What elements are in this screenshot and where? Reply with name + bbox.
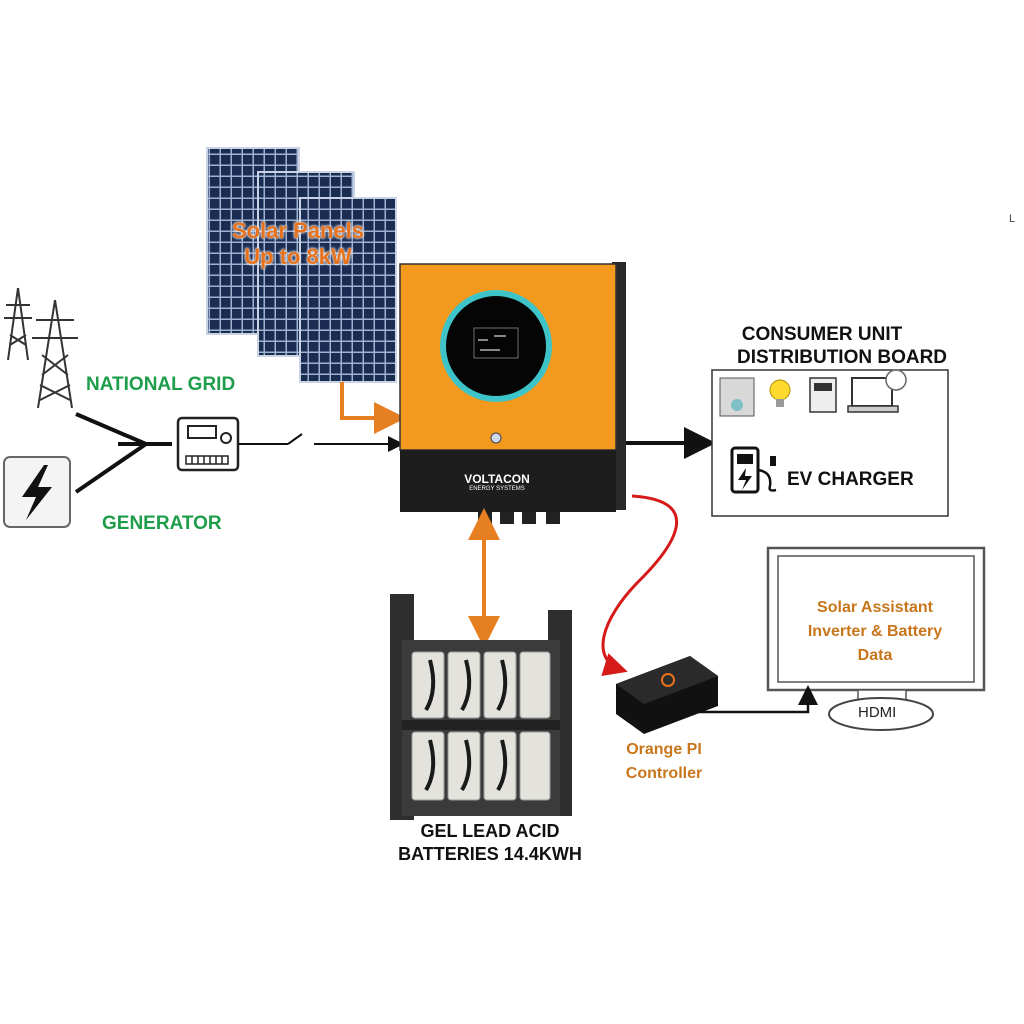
solar-assistant-line-3: Data bbox=[857, 647, 893, 664]
solar-assistant-line-2: Inverter & Battery bbox=[807, 623, 943, 640]
solar-panels-label: Solar Panels Up to 8kW bbox=[212, 218, 384, 270]
red-data-cable bbox=[601, 494, 678, 677]
ev-charger-icon bbox=[730, 446, 777, 494]
hdmi-label: HDMI bbox=[858, 704, 897, 721]
inverter-brand: VOLTACON bbox=[464, 472, 530, 486]
consumer-unit-box bbox=[711, 369, 949, 517]
corner-mark: L bbox=[1009, 213, 1016, 225]
orange-pi-line-1: Orange PI bbox=[626, 741, 702, 758]
orange-pi-line-2: Controller bbox=[625, 765, 703, 782]
grid-feed-line bbox=[238, 433, 404, 452]
battery-rack bbox=[390, 594, 572, 820]
inverter bbox=[399, 262, 626, 524]
batteries-line-2: BATTERIES 14.4KWH bbox=[398, 844, 582, 864]
battery-cells bbox=[411, 651, 551, 801]
solar-assistant-line-1: Solar Assistant bbox=[817, 599, 933, 616]
solar-label-line-1: Solar Panels bbox=[231, 218, 365, 243]
solar-label-line-2: Up to 8kW bbox=[244, 244, 352, 269]
generator-label: GENERATOR bbox=[102, 513, 222, 534]
orange-pi-device bbox=[616, 656, 718, 734]
consumer-unit-line-2: DISTRIBUTION BOARD bbox=[736, 347, 948, 368]
monitor-icon bbox=[766, 546, 986, 731]
inverter-subbrand: ENERGY SYSTEMS bbox=[469, 486, 525, 492]
generator-icon bbox=[3, 456, 71, 528]
laptop-icon bbox=[847, 369, 907, 413]
ev-charger-label: EV CHARGER bbox=[787, 469, 914, 490]
hdmi-cable bbox=[690, 685, 818, 714]
solar-assistant-label: Solar Assistant Inverter & Battery Data bbox=[790, 596, 960, 668]
batteries-label: GEL LEAD ACID BATTERIES 14.4KWH bbox=[360, 820, 620, 866]
batteries-line-1: GEL LEAD ACID bbox=[420, 821, 560, 841]
meter-icon bbox=[176, 416, 240, 472]
solar-to-inverter-arrow bbox=[340, 382, 406, 434]
inverter-brand-label: VOLTACON ENERGY SYSTEMS bbox=[452, 472, 542, 492]
orange-pi-label: Orange PI Controller bbox=[604, 738, 724, 786]
consumer-unit-label: CONSUMER UNIT DISTRIBUTION BOARD bbox=[712, 323, 972, 369]
consumer-unit-line-1: CONSUMER UNIT bbox=[741, 324, 903, 345]
pylon-icon bbox=[4, 287, 78, 409]
national-grid-label: NATIONAL GRID bbox=[86, 374, 236, 395]
supply-lines bbox=[74, 412, 172, 494]
coffee-machine-icon bbox=[809, 377, 837, 413]
solar-panels bbox=[206, 147, 397, 383]
light-bulb-icon bbox=[769, 379, 791, 407]
